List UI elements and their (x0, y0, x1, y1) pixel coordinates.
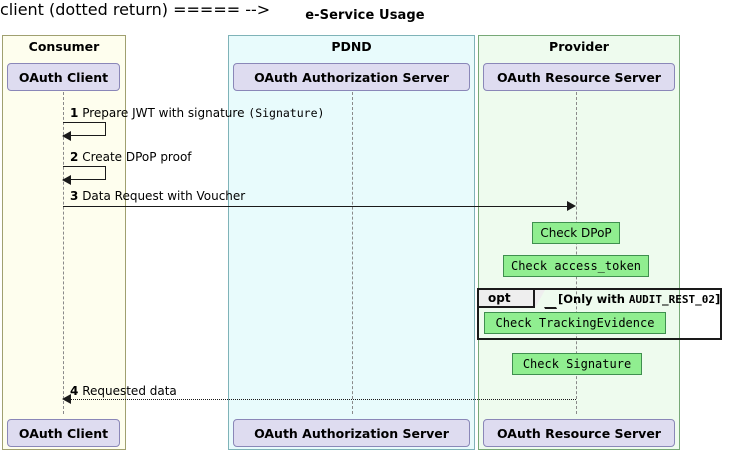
note-check-access-token: Check access_token (503, 255, 649, 277)
fragment-guard-value: AUDIT_REST_02 (628, 293, 716, 306)
note-check-trackingevidence: Check TrackingEvidence (484, 312, 666, 334)
participant-oauth-resource-server-footer[interactable]: OAuth Resource Server (483, 419, 675, 447)
message-4-arrowhead (62, 394, 71, 404)
fragment-opt-guard: [Only with AUDIT_REST_02] (558, 292, 720, 306)
participant-oauth-resource-server-header[interactable]: OAuth Resource Server (483, 63, 675, 91)
lifeline-oauth-client (63, 92, 64, 414)
message-3-text: Data Request with Voucher (82, 189, 246, 203)
group-title-consumer: Consumer (28, 39, 100, 54)
message-2-self-loop (63, 166, 106, 180)
participant-oauth-client-header[interactable]: OAuth Client (7, 63, 120, 91)
participant-label: OAuth Resource Server (497, 425, 661, 441)
message-4-text: Requested data (82, 384, 177, 398)
lifeline-oauth-authorization-server (352, 92, 353, 414)
group-box-pdnd: PDND (228, 35, 475, 450)
message-3-line (63, 206, 568, 207)
group-box-consumer: Consumer (2, 35, 126, 450)
group-title-provider: Provider (549, 39, 609, 54)
diagram-title: e-Service Usage (305, 8, 425, 23)
message-3-number: 3 (70, 189, 79, 203)
participant-label: OAuth Client (18, 69, 109, 85)
note-check-dpop: Check DPoP (532, 222, 620, 244)
lifeline-oauth-resource-server (576, 92, 577, 414)
participant-label: OAuth Resource Server (497, 69, 661, 85)
fragment-opt-operator-tab: opt (479, 290, 535, 308)
note-text: Check TrackingEvidence (495, 316, 655, 330)
fragment-opt (477, 288, 722, 340)
note-text: Check Signature (522, 357, 632, 371)
message-1-text: Prepare JWT with signature (82, 106, 249, 120)
note-text: Check access_token (510, 259, 642, 273)
message-2-text: Create DPoP proof (82, 150, 192, 164)
message-1-self-loop (63, 122, 106, 136)
message-1-text-mono: (Signature) (248, 106, 325, 120)
fragment-guard-suffix: ] (715, 292, 721, 306)
group-title-pdnd: PDND (331, 39, 372, 54)
message-1-arrowhead (62, 131, 71, 141)
message-2-label: 2 Create DPoP proof (70, 150, 192, 164)
message-4-label: 4 Requested data (70, 384, 177, 398)
note-check-signature: Check Signature (512, 353, 642, 375)
note-text: Check DPoP (540, 226, 612, 240)
message-1-number: 1 (70, 106, 79, 120)
message-2-number: 2 (70, 150, 79, 164)
fragment-guard-prefix: [Only with (558, 292, 629, 306)
message-4-line (71, 399, 576, 400)
participant-oauth-authorization-server-header[interactable]: OAuth Authorization Server (233, 63, 470, 91)
participant-oauth-authorization-server-footer[interactable]: OAuth Authorization Server (233, 419, 470, 447)
participant-label: OAuth Authorization Server (254, 69, 449, 85)
participant-label: OAuth Client (18, 425, 109, 441)
message-2-arrowhead (62, 175, 71, 185)
participant-oauth-client-footer[interactable]: OAuth Client (7, 419, 120, 447)
message-3-label: 3 Data Request with Voucher (70, 189, 245, 203)
message-3-arrowhead (567, 201, 576, 211)
fragment-opt-tab-corner (535, 290, 545, 308)
fragment-operator-label: opt (488, 291, 511, 305)
message-1-label: 1 Prepare JWT with signature (Signature) (70, 106, 324, 120)
message-4-number: 4 (70, 384, 79, 398)
participant-label: OAuth Authorization Server (254, 425, 449, 441)
